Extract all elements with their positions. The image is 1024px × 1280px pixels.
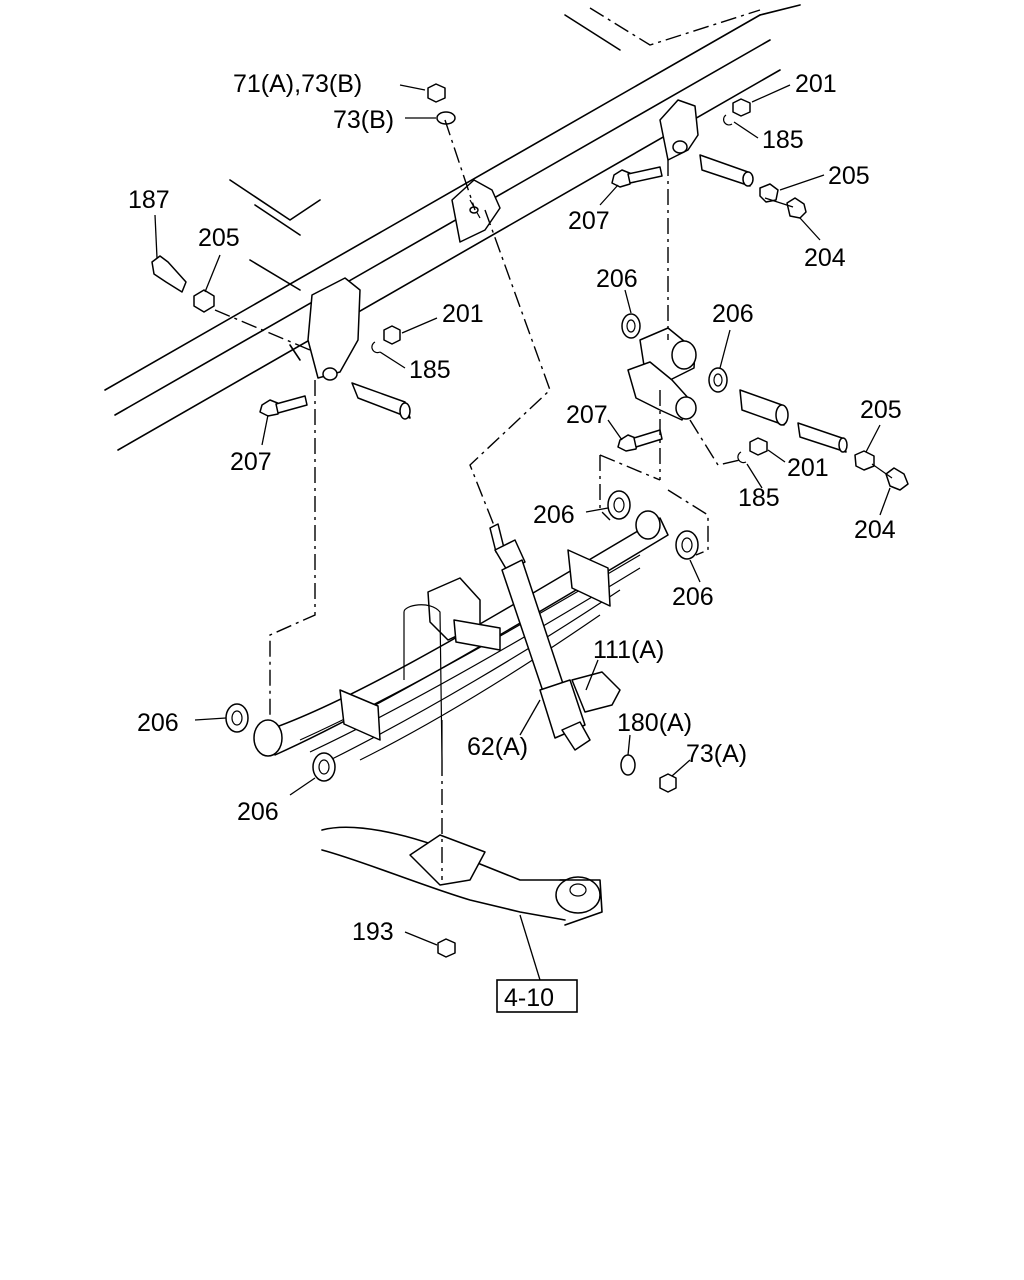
callout-111a: 111(A)	[593, 636, 664, 664]
callout-206-e: 206	[137, 709, 179, 737]
front-hanger-bracket	[151, 255, 411, 420]
callout-206-d: 206	[672, 583, 714, 611]
upper-shock-mount	[427, 83, 501, 243]
shock-absorber	[489, 523, 677, 793]
callout-180a: 180(A)	[617, 709, 692, 737]
callout-207-left: 207	[230, 448, 272, 476]
callout-201-right: 201	[787, 454, 829, 482]
frame-rail	[104, 4, 801, 451]
shackle-assembly	[617, 313, 909, 491]
callout-206-c: 206	[533, 501, 575, 529]
callout-207-right: 207	[566, 401, 608, 429]
callout-187: 187	[128, 186, 170, 214]
callout-206-b: 206	[712, 300, 754, 328]
callout-73b: 73(B)	[333, 106, 394, 134]
callout-204-right: 204	[854, 516, 896, 544]
callout-201-mid: 201	[442, 300, 484, 328]
assembly-lines	[214, 119, 741, 880]
callout-204-top: 204	[804, 244, 846, 272]
callout-labels: 71(A),73(B) 73(B) 201 185 205 204 207 18…	[128, 70, 902, 1012]
callout-206-f: 206	[237, 798, 279, 826]
callout-205-left: 205	[198, 224, 240, 252]
callout-193: 193	[352, 918, 394, 946]
reference-box-label: 4-10	[504, 984, 554, 1012]
reference-box	[496, 979, 578, 1013]
callout-206-a: 206	[596, 265, 638, 293]
axle-housing	[321, 826, 603, 958]
leaf-spring	[225, 490, 699, 782]
callout-62a: 62(A)	[467, 733, 528, 761]
callout-205-top: 205	[828, 162, 870, 190]
callout-71a-73b: 71(A),73(B)	[233, 70, 362, 98]
callout-205-right: 205	[860, 396, 902, 424]
callout-207-top: 207	[568, 207, 610, 235]
leader-lines	[154, 84, 891, 981]
callout-201-top: 201	[795, 70, 837, 98]
callout-185-right: 185	[738, 484, 780, 512]
rear-shackle-bracket	[611, 98, 807, 219]
callout-185-mid: 185	[409, 356, 451, 384]
callout-73a: 73(A)	[686, 740, 747, 768]
callout-185-top: 185	[762, 126, 804, 154]
